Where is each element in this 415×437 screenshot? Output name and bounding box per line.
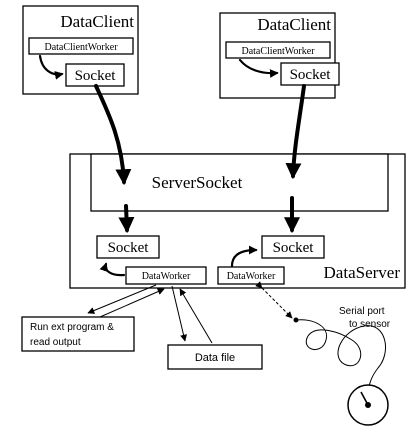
serial-port-line1: Serial port xyxy=(339,306,385,317)
socket-server-right-label: Socket xyxy=(273,240,315,256)
data-server-title: DataServer xyxy=(324,263,401,282)
server-socket-box xyxy=(90,153,389,212)
arrow-worker-to-serial xyxy=(255,281,293,319)
data-worker-left-label: DataWorker xyxy=(142,271,191,282)
external-program: Run ext program & read output xyxy=(21,316,135,352)
arrow-worker-to-datafile xyxy=(171,285,187,342)
serial-port-line2: to sensor xyxy=(349,319,391,330)
data-client-left-title: DataClient xyxy=(60,12,134,31)
arrow-worker-to-socket-right xyxy=(238,58,279,78)
socket-server-left-box xyxy=(96,235,160,259)
data-client-worker-right-box xyxy=(225,41,331,59)
data-client-worker-right-label: DataClientWorker xyxy=(241,46,315,57)
socket-server-right-box xyxy=(261,235,325,259)
data-worker-right-label: DataWorker xyxy=(227,271,276,282)
arrow-datafile-to-worker xyxy=(179,288,213,344)
data-client-worker-left-box xyxy=(28,37,134,55)
data-file-label: Data file xyxy=(195,352,235,364)
arrow-worker-to-socket-left xyxy=(38,54,64,80)
arrow-worker-to-socket-server-right xyxy=(230,245,258,268)
serial-cable xyxy=(295,319,386,397)
socket-client-right-box xyxy=(280,62,340,86)
arrow-program-to-worker xyxy=(99,288,165,318)
data-file: Data file xyxy=(167,344,263,370)
server-socket-label: ServerSocket xyxy=(152,173,243,192)
external-program-box xyxy=(21,316,135,352)
data-server: ServerSocket DataServer Socket Socket Da… xyxy=(69,153,406,289)
socket-client-right-label: Socket xyxy=(290,67,332,83)
socket-client-left-label: Socket xyxy=(75,68,117,84)
arrow-client-left-to-serversocket xyxy=(94,84,132,186)
socket-server-left-label: Socket xyxy=(108,240,150,256)
data-worker-right-box xyxy=(217,266,285,285)
data-file-box xyxy=(167,344,263,370)
data-client-left: DataClient DataClientWorker Socket xyxy=(22,5,139,95)
external-program-line1: Run ext program & xyxy=(30,322,114,333)
external-program-line2: read output xyxy=(30,337,81,348)
arrow-serversocket-to-socket-left xyxy=(118,204,135,234)
arrow-worker-to-program xyxy=(87,284,157,314)
data-worker-left-box xyxy=(125,266,207,285)
arrow-worker-to-socket-server-left xyxy=(99,262,126,277)
data-client-worker-left-label: DataClientWorker xyxy=(44,42,118,53)
arrow-client-right-to-serversocket xyxy=(285,84,306,180)
data-client-right: DataClient DataClientWorker Socket xyxy=(219,12,340,99)
data-client-right-title: DataClient xyxy=(257,15,331,34)
sensor-gauge-icon xyxy=(293,317,389,426)
